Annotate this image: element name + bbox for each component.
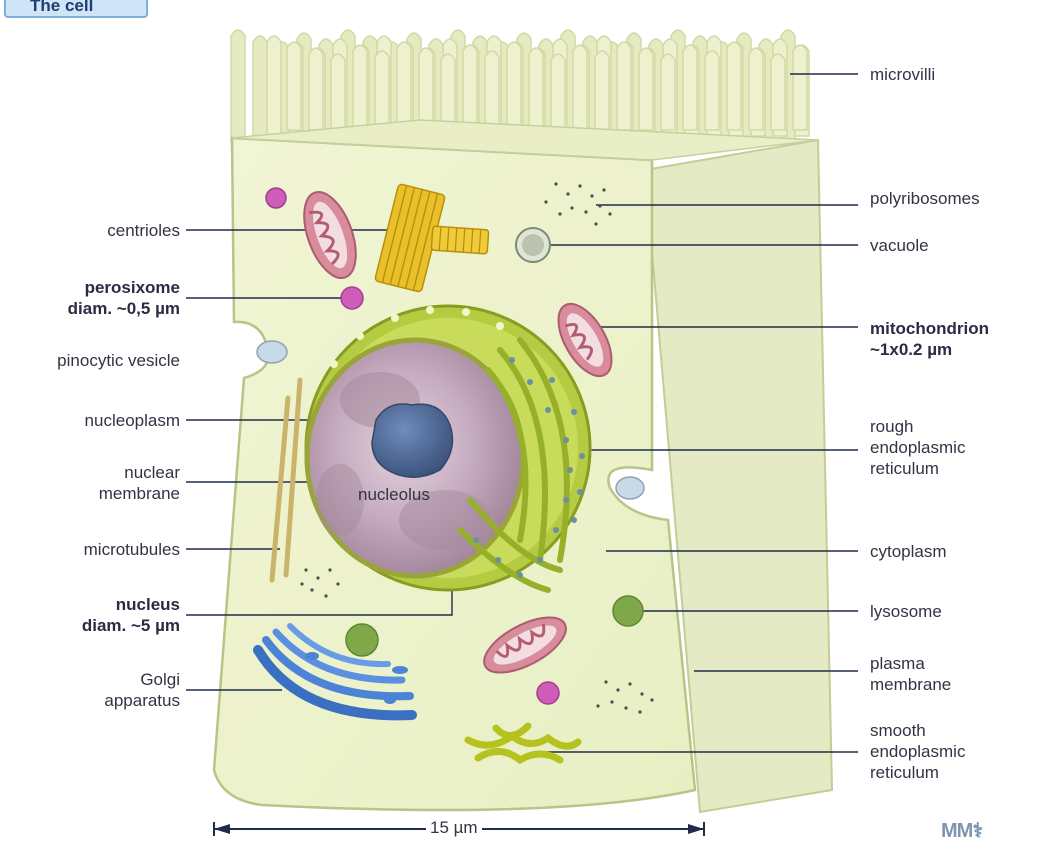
peroxisome-top xyxy=(266,188,286,208)
microvillus xyxy=(353,45,367,130)
microvillus xyxy=(705,51,719,130)
lysosome-left xyxy=(346,624,378,656)
vacuole xyxy=(516,228,550,262)
microvillus xyxy=(253,36,267,142)
nucleolus-body xyxy=(372,404,452,477)
microvillus xyxy=(749,48,763,130)
pinocytic-vesicle-right xyxy=(616,477,644,499)
nucleus xyxy=(306,306,590,590)
microvillus xyxy=(397,42,411,130)
scale-bar-label: 15 µm xyxy=(426,818,482,838)
microvillus xyxy=(267,36,281,136)
lysosome-right xyxy=(613,596,643,626)
label-centrioles: centrioles xyxy=(107,220,180,241)
microvillus xyxy=(573,45,587,130)
microvillus xyxy=(617,42,631,130)
microvillus xyxy=(793,45,807,130)
peroxisome-bottom xyxy=(537,682,559,704)
label-vacuole: vacuole xyxy=(870,235,929,256)
microvillus xyxy=(595,51,609,130)
publisher-logo: MM⚕ xyxy=(941,818,982,843)
label-cytoplasm: cytoplasm xyxy=(870,541,947,562)
pinocytic-vesicle-left xyxy=(257,341,287,363)
label-microvilli: microvilli xyxy=(870,64,935,85)
microvillus xyxy=(419,48,433,130)
label-microtubules: microtubules xyxy=(84,539,180,560)
microvillus xyxy=(727,42,741,130)
microvillus xyxy=(331,54,345,130)
microvillus xyxy=(485,51,499,130)
microvillus xyxy=(507,42,521,130)
microvillus xyxy=(375,51,389,130)
microvillus xyxy=(463,45,477,130)
label-nucleolus: nucleolus xyxy=(358,484,430,505)
label-pinocytic-vesicle: pinocytic vesicle xyxy=(57,350,180,371)
microvillus xyxy=(529,48,543,130)
microvillus xyxy=(771,54,785,130)
label-mitochondrion: mitochondrion~1x0.2 µm xyxy=(870,318,989,360)
label-nucleoplasm: nucleoplasm xyxy=(85,410,180,431)
microvillus xyxy=(661,54,675,130)
microvillus xyxy=(683,45,697,130)
microvillus xyxy=(551,54,565,130)
label-lysosome: lysosome xyxy=(870,601,942,622)
microvillus xyxy=(441,54,455,130)
microvillus xyxy=(231,30,245,142)
microvillus xyxy=(639,48,653,130)
microvillus xyxy=(287,42,301,130)
label-polyribosomes: polyribosomes xyxy=(870,188,980,209)
microvillus xyxy=(309,48,323,130)
peroxisome-mid xyxy=(341,287,363,309)
